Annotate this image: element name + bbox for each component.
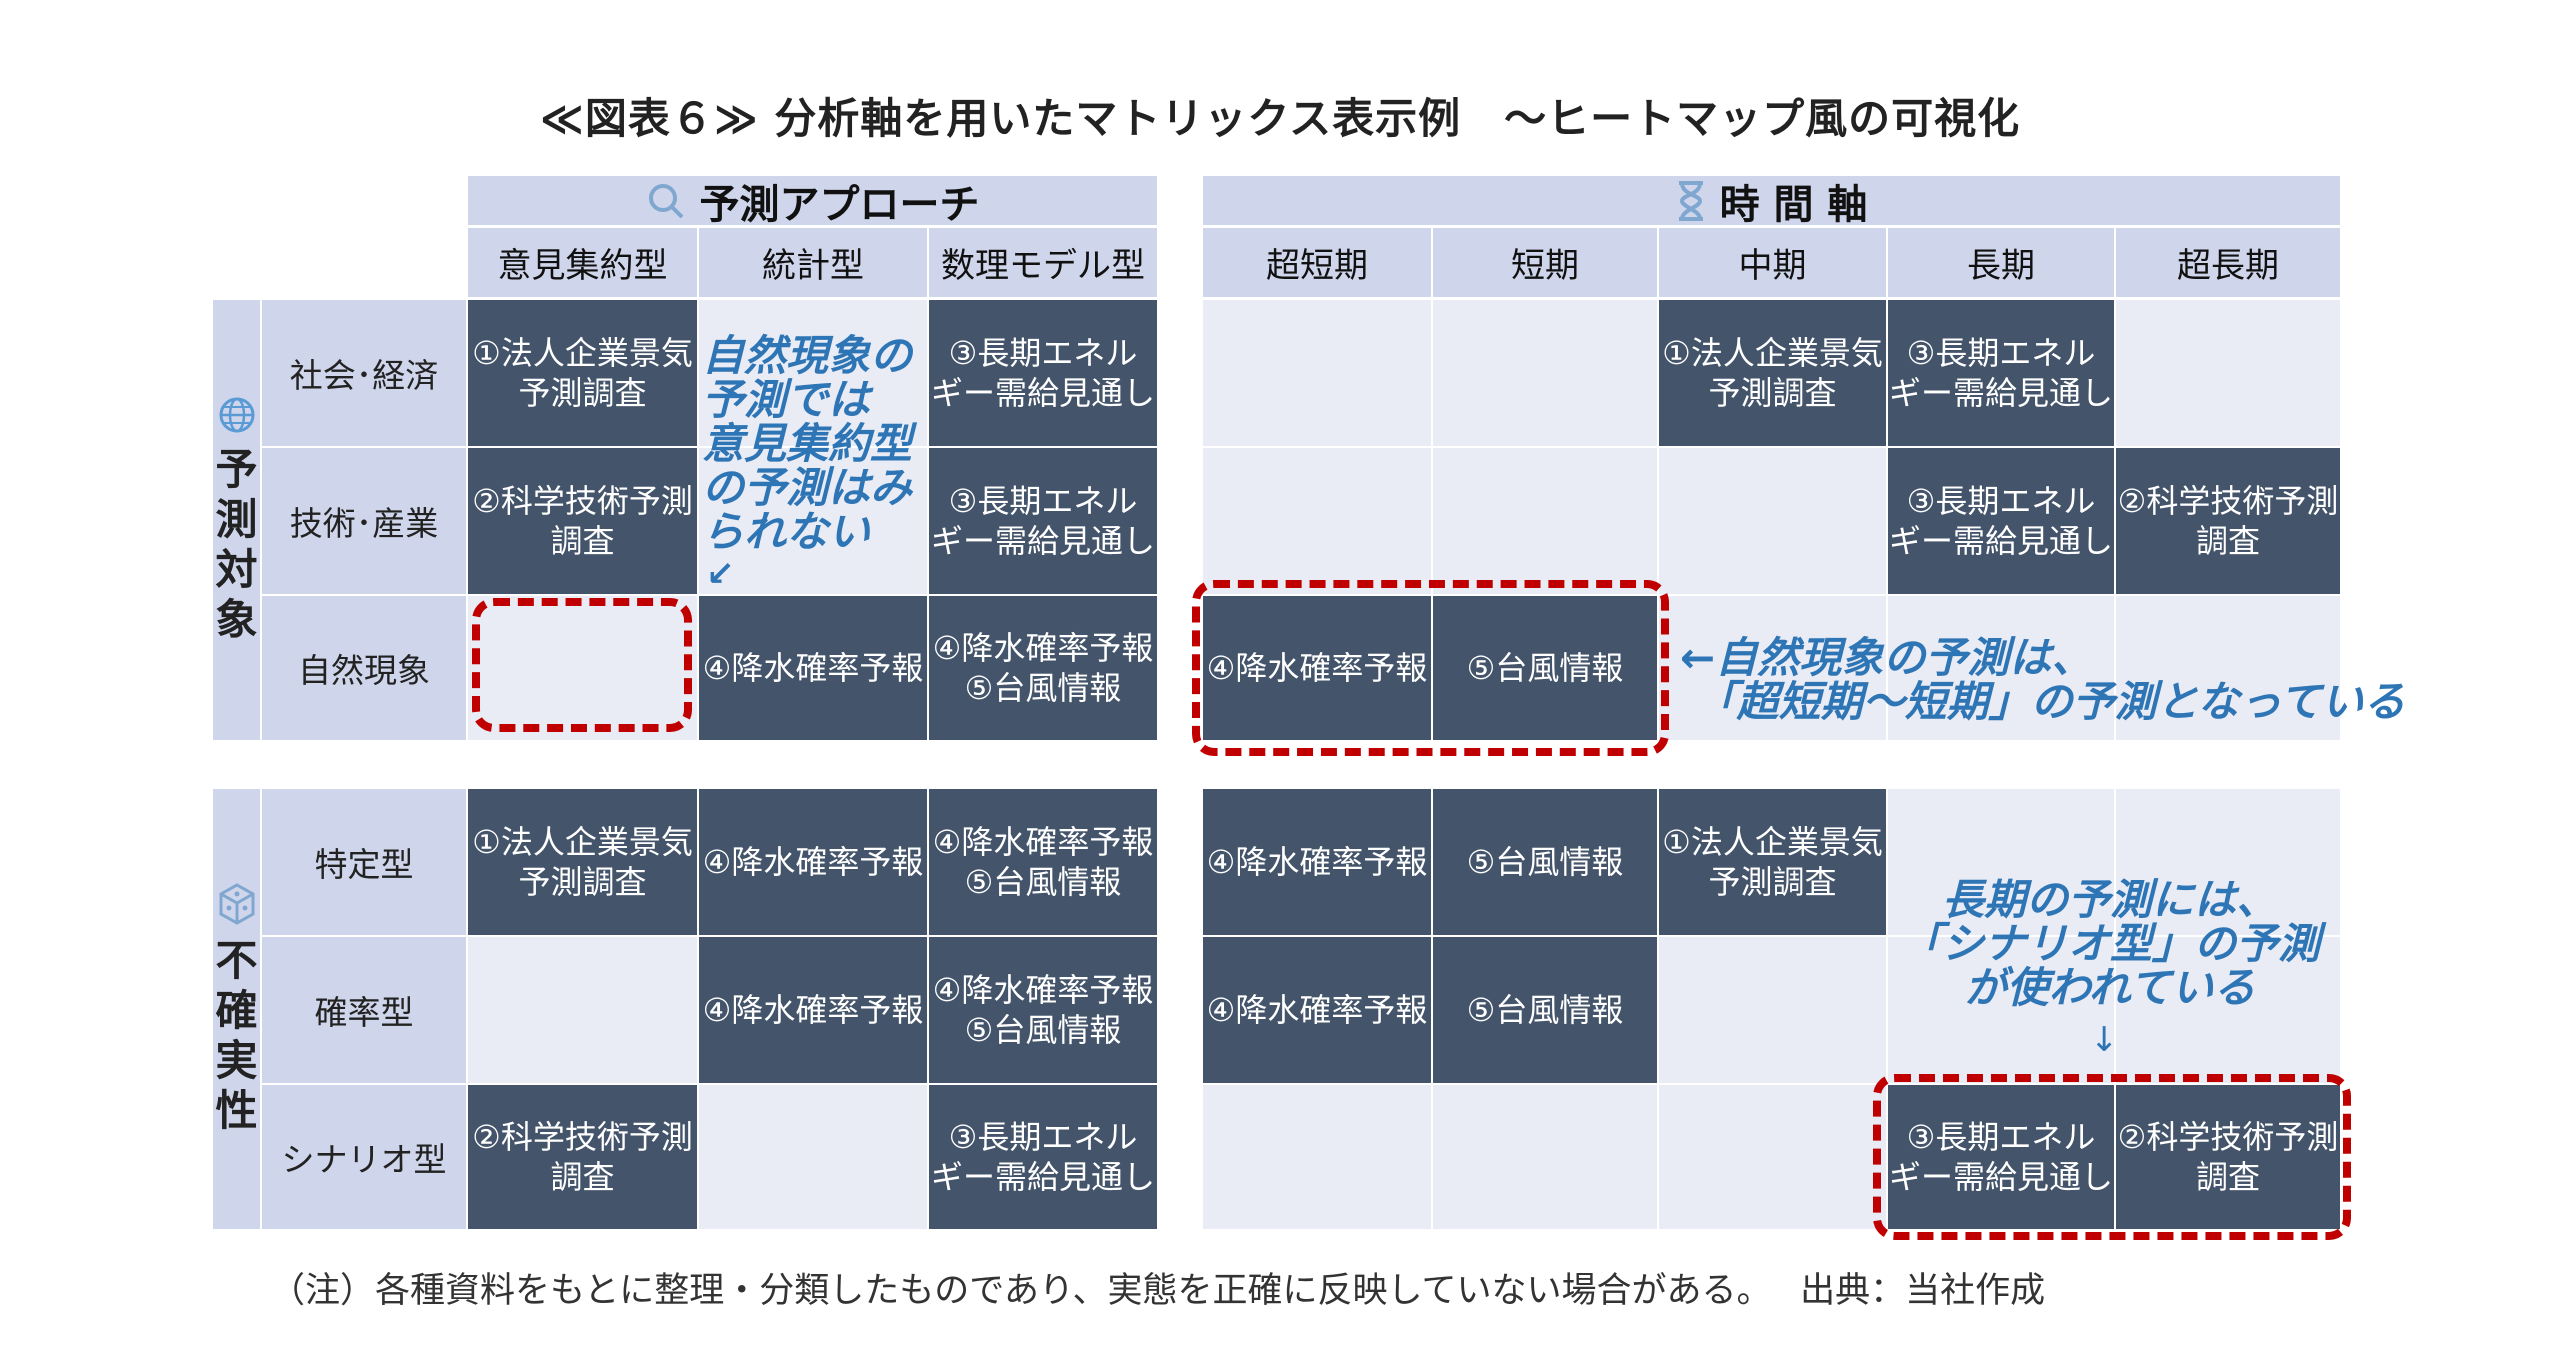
matrix-cell-filled: ③長期エネル ギー需給見通し	[1888, 300, 2114, 446]
annotation-no-opinion: 自然現象の 予測では 意見集約型 の予測はみ られない	[702, 331, 913, 556]
matrix-cell-filled: ④降水確率予報	[699, 789, 927, 935]
matrix-cell-filled: ③長期エネル ギー需給見通し	[1888, 448, 2114, 594]
highlight-short-term	[1192, 580, 1669, 756]
matrix-cell-filled: ④降水確率予報	[699, 937, 927, 1083]
uncertainty-axis-label: 不 確 実 性	[213, 789, 260, 1229]
matrix-cell-empty	[1888, 596, 2114, 740]
matrix-cell-empty	[468, 596, 697, 740]
matrix-cell-empty	[1659, 448, 1886, 594]
matrix-cell-empty	[699, 1085, 927, 1229]
matrix-cell-filled: ③長期エネル ギー需給見通し	[929, 1085, 1157, 1229]
target-axis-label: 予 測 対 象	[213, 300, 260, 740]
column-header: 短期	[1433, 228, 1657, 297]
approach-label: 予測アプローチ	[699, 181, 980, 228]
column-header: 長期	[1888, 228, 2114, 297]
figure-title: ≪図表６≫ 分析軸を用いたマトリックス表示例 ～ヒートマップ風の可視化	[539, 94, 2021, 143]
matrix-cell-filled: ④降水確率予報 ⑤台風情報	[929, 596, 1157, 740]
matrix-cell-filled: ①法人企業景気 予測調査	[468, 300, 697, 446]
column-header: 超長期	[2116, 228, 2340, 297]
matrix-cell-empty	[1203, 1085, 1431, 1229]
search-icon	[648, 183, 683, 218]
time-axis-label: 時 間 軸	[1719, 181, 1868, 228]
matrix-cell-filled: ⑤台風情報	[1433, 937, 1657, 1083]
matrix-cell-filled: ⑤台風情報	[1433, 596, 1657, 740]
matrix-cell-empty	[1203, 448, 1431, 594]
matrix-cell-empty	[1203, 300, 1431, 446]
matrix-cell-filled: ①法人企業景気 予測調査	[1659, 789, 1886, 935]
row-label: 特定型	[262, 789, 466, 935]
matrix-cell-empty	[1659, 937, 1886, 1083]
column-header: 数理モデル型	[929, 228, 1157, 297]
matrix-cell-empty	[2116, 300, 2340, 446]
matrix-cell-empty	[1659, 596, 1886, 740]
approach-header: 予測アプローチ	[468, 176, 1157, 228]
matrix-cell-empty	[2116, 596, 2340, 740]
matrix-cell-empty	[1659, 1085, 1886, 1229]
matrix-cell-empty	[699, 300, 927, 446]
matrix-cell-empty	[1433, 1085, 1657, 1229]
column-header: 超短期	[1203, 228, 1431, 297]
matrix-cell-empty	[2116, 937, 2340, 1083]
matrix-cell-empty	[699, 448, 927, 594]
column-header: 意見集約型	[468, 228, 697, 297]
matrix-cell-empty	[1433, 448, 1657, 594]
matrix-cell-filled: ②科学技術予測 調査	[2116, 1085, 2340, 1229]
matrix-cell-filled: ④降水確率予報 ⑤台風情報	[929, 937, 1157, 1083]
row-label: 確率型	[262, 937, 466, 1083]
hourglass-icon	[1678, 180, 1703, 221]
annotation-arrow-down: ↓	[2090, 1020, 2119, 1060]
matrix-cell-empty	[2116, 789, 2340, 935]
footnote: （注）各種資料をもとに整理・分類したものであり、実態を正確に反映していない場合が…	[270, 1271, 2046, 1311]
target-label-text: 予 測 対 象	[215, 445, 258, 644]
matrix-cell-filled: ④降水確率予報	[699, 596, 927, 740]
matrix-cell-filled: ⑤台風情報	[1433, 789, 1657, 935]
row-label: シナリオ型	[262, 1085, 466, 1229]
matrix-cell-filled: ①法人企業景気 予測調査	[468, 789, 697, 935]
annotation-arrow-down-left: ↙	[706, 554, 735, 594]
matrix-cell-filled: ④降水確率予報 ⑤台風情報	[929, 789, 1157, 935]
uncertainty-label-text: 不 確 実 性	[215, 936, 258, 1135]
matrix-cell-empty	[1888, 789, 2114, 935]
highlight-empty-opinion	[472, 598, 692, 732]
row-label: 技術･産業	[262, 448, 466, 594]
column-header: 統計型	[699, 228, 927, 297]
matrix-cell-filled: ②科学技術予測 調査	[468, 448, 697, 594]
time-axis-header: 時 間 軸	[1203, 176, 2340, 228]
globe-icon	[219, 397, 254, 433]
matrix-cell-filled: ②科学技術予測 調査	[468, 1085, 697, 1229]
column-header: 中期	[1659, 228, 1886, 297]
matrix-cell-filled: ④降水確率予報	[1203, 596, 1431, 740]
cube-icon	[219, 883, 254, 925]
row-label: 自然現象	[262, 596, 466, 740]
matrix-cell-empty	[1433, 300, 1657, 446]
annotation-long-scenario: 長期の予測には、 「シナリオ型」の予測 が使われている	[1899, 875, 2320, 1012]
row-label: 社会･経済	[262, 300, 466, 446]
matrix-cell-filled: ④降水確率予報	[1203, 937, 1431, 1083]
highlight-scenario-long	[1873, 1074, 2351, 1240]
matrix-cell-filled: ③長期エネル ギー需給見通し	[1888, 1085, 2114, 1229]
matrix-cell-filled: ④降水確率予報	[1203, 789, 1431, 935]
matrix-cell-filled: ③長期エネル ギー需給見通し	[929, 448, 1157, 594]
matrix-cell-filled: ①法人企業景気 予測調査	[1659, 300, 1886, 446]
annotation-natural-short: ←自然現象の予測は、 「超短期～短期」の予測となっている	[1680, 633, 2406, 726]
matrix-cell-empty	[1888, 937, 2114, 1083]
matrix-cell-filled: ②科学技術予測 調査	[2116, 448, 2340, 594]
matrix-cell-filled: ③長期エネル ギー需給見通し	[929, 300, 1157, 446]
matrix-cell-empty	[468, 937, 697, 1083]
